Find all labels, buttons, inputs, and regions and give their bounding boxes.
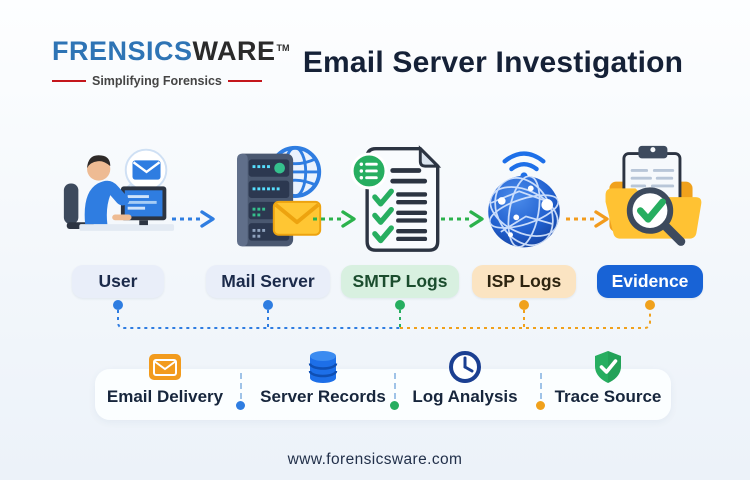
separator-dot-orange xyxy=(536,401,545,410)
user-at-computer-icon xyxy=(60,140,176,258)
legend-label-email-delivery: Email Delivery xyxy=(106,387,224,406)
arrow-smtplogs-to-isplogs xyxy=(439,210,485,228)
tagline-right-rule xyxy=(227,80,262,82)
mail-server-icon xyxy=(210,140,326,258)
logo-text-ware: WARE xyxy=(192,36,276,66)
legend-background-strip xyxy=(95,369,671,420)
arrow-mailserver-to-smtplogs xyxy=(311,210,357,228)
step-label-evidence: Evidence xyxy=(597,265,703,298)
website-url: www.forensicsware.com xyxy=(287,451,463,468)
logo-tagline-row: Simplifying Forensics xyxy=(52,74,272,88)
clock-icon xyxy=(447,349,483,385)
evidence-folder-icon xyxy=(592,140,708,258)
database-icon xyxy=(305,349,341,385)
flow-to-legend-connector xyxy=(113,300,655,329)
shield-check-icon xyxy=(590,349,626,385)
logo-trademark: TM xyxy=(276,43,290,53)
legend-separator-3 xyxy=(540,373,542,399)
forensicsware-logo: F RENSICS WARE TM Simplifying Forensics xyxy=(52,36,290,88)
step-label-user: User xyxy=(72,265,164,298)
email-envelope-icon xyxy=(147,349,183,385)
smtp-logs-document-icon xyxy=(342,140,458,258)
step-label-mail-server: Mail Server xyxy=(206,265,330,298)
logo-tagline: Simplifying Forensics xyxy=(92,74,222,88)
legend-label-log-analysis: Log Analysis xyxy=(412,387,518,406)
legend-label-server-records: Server Records xyxy=(260,387,386,406)
separator-dot-green xyxy=(390,401,399,410)
logo-wordmark: F RENSICS WARE TM xyxy=(52,36,290,87)
legend-label-trace-source: Trace Source xyxy=(554,387,662,406)
page-title: Email Server Investigation xyxy=(302,46,684,79)
arrow-isplogs-to-evidence xyxy=(564,210,610,228)
step-label-smtp-logs: SMTP Logs xyxy=(341,265,459,298)
separator-dot-blue xyxy=(236,401,245,410)
tagline-left-rule xyxy=(52,80,86,82)
isp-network-globe-icon xyxy=(466,140,582,258)
logo-text-f: F xyxy=(52,36,69,66)
legend-separator-1 xyxy=(240,373,242,399)
arrow-user-to-mailserver xyxy=(170,210,216,228)
step-label-isp-logs: ISP Logs xyxy=(472,265,576,298)
legend-separator-2 xyxy=(394,373,396,399)
logo-text-rensics: RENSICS xyxy=(69,36,193,66)
